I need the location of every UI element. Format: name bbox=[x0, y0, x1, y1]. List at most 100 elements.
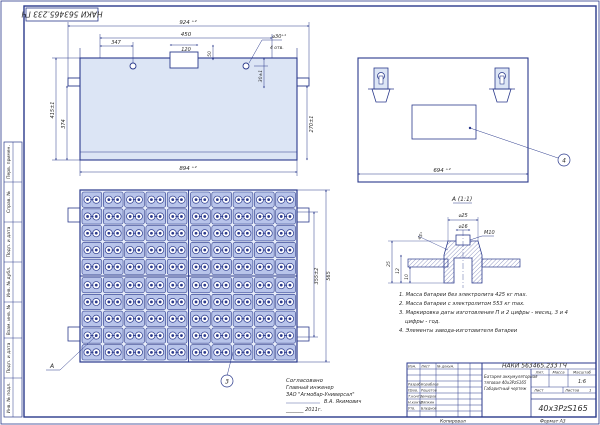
cell-terminal-core bbox=[107, 265, 111, 269]
note-3: 3. Маркировка даты изготовления П и 2 ци… bbox=[399, 310, 568, 316]
cell-terminal-core bbox=[267, 265, 271, 269]
cell-terminal-core bbox=[171, 198, 175, 202]
dim-347: 347 bbox=[111, 40, 121, 46]
cell-terminal-core bbox=[94, 248, 98, 252]
cell-terminal-core bbox=[116, 231, 119, 235]
balloon-3 bbox=[220, 374, 234, 388]
cell-terminal-core bbox=[128, 283, 132, 287]
title-desc-2: тяговая 40х3PzS165 bbox=[484, 380, 527, 385]
lifting-eye-right bbox=[489, 67, 515, 103]
strip-label-2: Подп. и дата bbox=[6, 226, 12, 257]
cell-terminal-core bbox=[86, 231, 89, 235]
cell-terminal-core bbox=[150, 283, 153, 287]
cell-terminal-core bbox=[107, 248, 111, 252]
front-view bbox=[67, 48, 310, 161]
cell-terminal-core bbox=[279, 215, 283, 218]
cell-terminal-core bbox=[137, 300, 141, 304]
cell-terminal-core bbox=[137, 198, 141, 202]
cell-terminal-core bbox=[245, 198, 249, 202]
cell-terminal-core bbox=[237, 317, 241, 321]
cell-terminal-core bbox=[288, 198, 292, 202]
tb-row0-role: Изм. bbox=[408, 365, 416, 369]
cell-terminal-core bbox=[180, 317, 183, 321]
cell-terminal-core bbox=[203, 265, 207, 269]
cell-terminal-core bbox=[203, 350, 207, 354]
title-sheet-label: Лист bbox=[533, 388, 544, 393]
cell-terminal-core bbox=[288, 215, 292, 218]
cell-terminal-core bbox=[245, 300, 249, 304]
tb-row5-name: Блуднов bbox=[421, 407, 437, 411]
cell-terminal-core bbox=[288, 334, 292, 337]
cell-terminal-core bbox=[203, 300, 207, 304]
cell-terminal-core bbox=[245, 215, 249, 218]
title-block-code: НАКИ 563465.233 ГЧ bbox=[502, 363, 567, 370]
cell-terminal-core bbox=[150, 198, 153, 202]
cell-terminal-core bbox=[180, 248, 183, 252]
cell-terminal-core bbox=[137, 231, 141, 235]
dim-120: 120 bbox=[181, 47, 191, 53]
approval-role: Главный инженер bbox=[286, 385, 334, 391]
cell-terminal-core bbox=[288, 317, 292, 321]
cell-terminal-core bbox=[258, 198, 262, 202]
cell-terminal-core bbox=[86, 265, 89, 269]
cell-terminal-core bbox=[107, 231, 111, 235]
cell-terminal-core bbox=[180, 231, 183, 235]
tb-row5-role: Утв. bbox=[408, 407, 415, 411]
cell-terminal-core bbox=[203, 198, 207, 202]
cell-terminal-core bbox=[258, 317, 262, 321]
title-scale-value: 1:6 bbox=[578, 379, 586, 385]
cell-terminal-core bbox=[116, 334, 119, 337]
title-mass-header: Масса bbox=[552, 370, 565, 375]
side-strip: Перв. примен. Справ. № Подп. и дата Инв.… bbox=[3, 141, 23, 418]
title-desc-1: Батарея аккумуляторная bbox=[484, 374, 538, 379]
cell-terminal-core bbox=[237, 198, 241, 202]
corner-stamp: НАКИ 563465.233 ГЧ bbox=[21, 7, 103, 22]
label-plate bbox=[411, 104, 477, 140]
approval-date: _______ 2011г. bbox=[285, 407, 322, 413]
cell-terminal-core bbox=[128, 300, 132, 304]
cell-terminal-core bbox=[128, 215, 132, 218]
dim-355: 355±2 bbox=[314, 268, 320, 285]
tb-row1-name: Кораблев bbox=[421, 383, 439, 387]
dim-hole-dia: ⌀30⁺¹ bbox=[272, 34, 286, 40]
cell-terminal-core bbox=[288, 265, 292, 269]
cell-terminal-core bbox=[128, 231, 132, 235]
detail-h2: 10 bbox=[404, 274, 410, 280]
title-desc-3: Габаритный чертеж bbox=[484, 386, 527, 391]
cell-terminal-core bbox=[128, 350, 132, 354]
cell-terminal-core bbox=[116, 300, 119, 304]
cell-terminal-core bbox=[150, 317, 153, 321]
cell-terminal-core bbox=[86, 334, 89, 337]
cell-terminal-core bbox=[150, 215, 153, 218]
cell-terminal-core bbox=[245, 248, 249, 252]
footer-format: Формат A3 bbox=[540, 419, 566, 425]
cell-terminal-core bbox=[258, 231, 262, 235]
cell-terminal-core bbox=[237, 300, 241, 304]
cell-terminal-core bbox=[194, 350, 198, 354]
cell-terminal-core bbox=[245, 283, 249, 287]
dim-height: 415±1 bbox=[50, 102, 56, 119]
cell-terminal-core bbox=[137, 317, 141, 321]
cell-terminal-core bbox=[267, 231, 271, 235]
cell-terminal-core bbox=[245, 265, 249, 269]
note-1: 1. Масса батареи без электролита 425 кг … bbox=[399, 292, 527, 298]
cell-terminal-core bbox=[237, 265, 241, 269]
cell-terminal-core bbox=[245, 317, 249, 321]
cell-terminal-core bbox=[116, 283, 119, 287]
cell-terminal-core bbox=[279, 231, 283, 235]
inner-frame bbox=[23, 5, 597, 418]
tb-row3-name: Чичеров bbox=[421, 395, 436, 399]
tb-row4-role: Н.контр. bbox=[408, 401, 424, 405]
cell-terminal-core bbox=[137, 265, 141, 269]
cell-terminal-core bbox=[94, 215, 98, 218]
strip-label-6: Инв. № подл. bbox=[6, 382, 12, 413]
cell-terminal-core bbox=[150, 248, 153, 252]
cell-terminal-core bbox=[158, 248, 162, 252]
cell-terminal-core bbox=[267, 215, 271, 218]
cell-terminal-core bbox=[128, 334, 132, 337]
cell-terminal-core bbox=[128, 265, 132, 269]
title-sheets-value: 1 bbox=[589, 388, 591, 393]
cell-terminal-core bbox=[215, 334, 219, 337]
note-2: 2. Масса батареи с электролитом 553 кг m… bbox=[399, 301, 525, 307]
